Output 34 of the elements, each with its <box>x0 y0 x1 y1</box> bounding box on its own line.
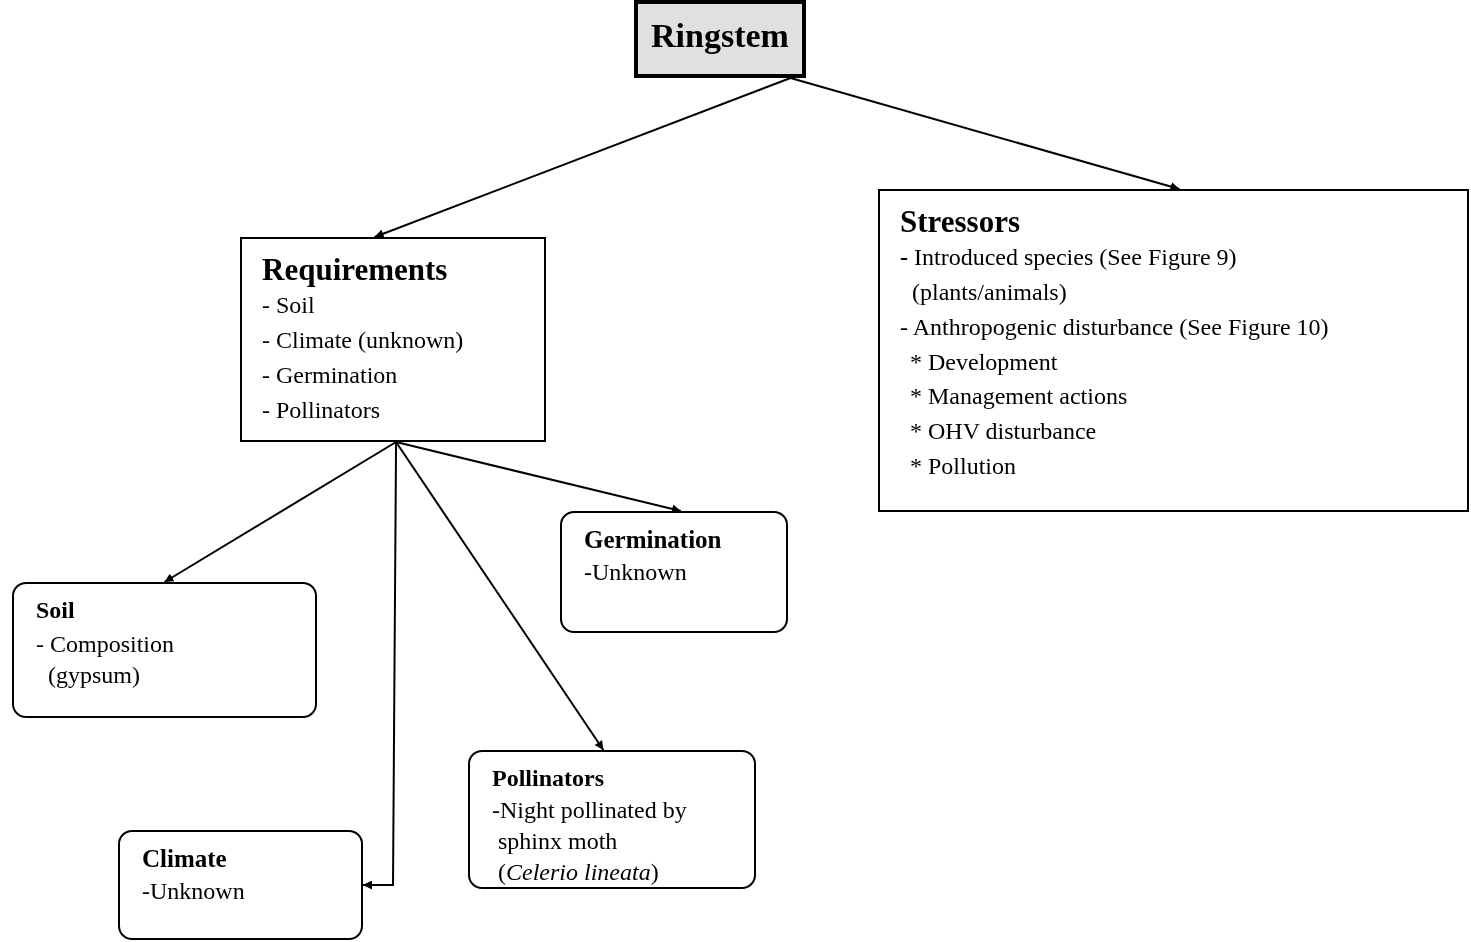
box <box>634 0 806 78</box>
heading: Germination <box>584 525 723 555</box>
list-item: - Germination <box>262 360 399 390</box>
list-item: * Management actions <box>909 382 1129 412</box>
rounded-box <box>12 582 317 718</box>
list-item: - Composition (gypsum) <box>36 629 175 690</box>
list-item: - Pollinators <box>262 395 381 425</box>
rounded-box <box>468 750 756 889</box>
list-item: -Night pollinated by sphinx moth (Celerio lineata) <box>492 795 688 888</box>
box <box>878 189 1469 512</box>
heading: Climate <box>142 844 228 874</box>
heading: Requirements <box>262 251 449 289</box>
heading: Ringstem <box>650 16 790 56</box>
list-item: - Anthropogenic disturbance (See Figure 10) <box>900 312 1330 342</box>
list-item: - Climate (unknown) <box>262 326 465 355</box>
list-item: -Unknown <box>584 558 688 587</box>
box <box>240 237 546 442</box>
list-item: * OHV disturbance <box>909 417 1098 447</box>
rounded-box <box>118 830 363 940</box>
arrow <box>163 441 398 583</box>
rounded-box <box>560 511 788 633</box>
list-item: * Development <box>909 347 1059 377</box>
arrow <box>395 441 605 751</box>
heading: Soil <box>36 596 76 625</box>
arrow <box>373 77 792 238</box>
list-item: - Soil <box>262 291 316 321</box>
heading: Pollinators <box>492 764 605 793</box>
list-item: * Pollution <box>909 451 1018 481</box>
list-item: -Unknown <box>142 877 246 906</box>
arrow <box>362 441 398 890</box>
list-item: - Introduced species (See Figure 9) (plants/animals) <box>900 243 1238 307</box>
heading: Stressors <box>900 203 1021 241</box>
arrow <box>789 77 1181 191</box>
arrow <box>395 441 682 514</box>
